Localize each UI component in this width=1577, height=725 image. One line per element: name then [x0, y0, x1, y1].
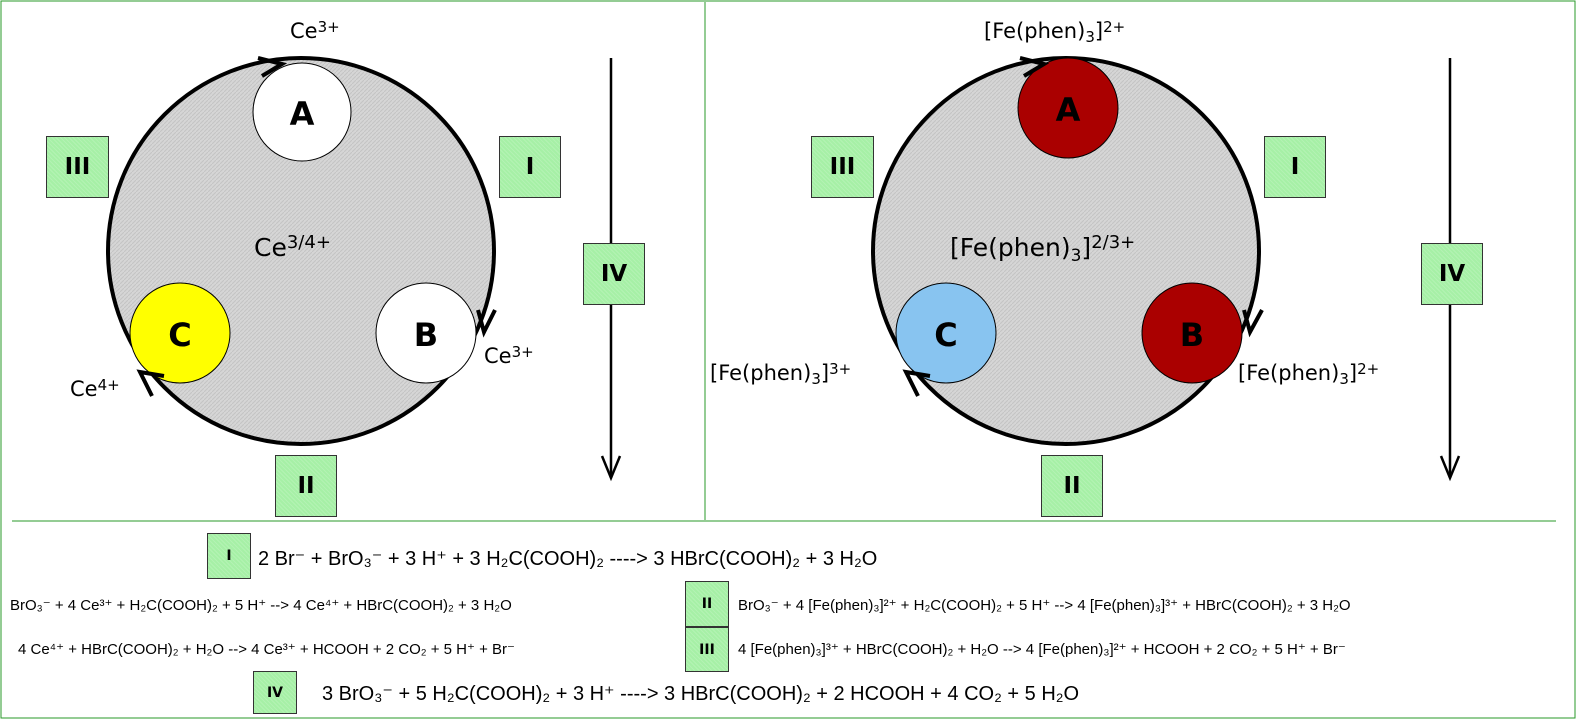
equation-iii-ferroin: 4 [Fe(phen)₃]³⁺ + HBrC(COOH)₂ + H₂O --> …	[738, 641, 1346, 658]
step-iii-box: III	[46, 136, 109, 198]
step-i-box: I	[499, 136, 561, 198]
charge: 3+	[829, 360, 852, 378]
bracket: ]	[1094, 19, 1104, 43]
point-b-fe	[1141, 282, 1243, 384]
cycle-arrow-icon	[902, 369, 931, 397]
species: Ce	[290, 19, 318, 43]
cycle-arrow-icon	[136, 369, 165, 397]
subscript: 3	[811, 370, 821, 388]
step-iv-box: IV	[1421, 243, 1483, 305]
equation-i: 2 Br⁻ + BrO₃⁻ + 3 H⁺ + 3 H₂C(COOH)₂ ----…	[258, 548, 878, 570]
point-c-ce	[129, 282, 231, 384]
charge: 2+	[1357, 360, 1380, 378]
equation-ii-cerium: BrO₃⁻ + 4 Ce³⁺ + H₂C(COOH)₂ + 5 H⁺ --> 4…	[10, 597, 512, 614]
subscript: 3	[1070, 246, 1082, 266]
step-iv-box: IV	[583, 243, 645, 305]
eq-step-iv-box: IV	[253, 671, 297, 714]
center-fe: [Fe(phen)3]2/3+	[950, 234, 1135, 265]
equation-iii-cerium: 4 Ce⁴⁺ + HBrC(COOH)₂ + H₂O --> 4 Ce³⁺ + …	[18, 641, 515, 658]
cycle-arrow-icon	[1019, 56, 1050, 78]
bracket: ]	[1348, 361, 1358, 385]
bracket: ]	[1081, 233, 1092, 262]
point-c-fe	[895, 282, 997, 384]
arrow-down-icon	[600, 455, 622, 482]
point-a-ce	[252, 62, 352, 162]
step-iii-box: III	[811, 136, 874, 198]
eq-step-ii-box: II	[685, 581, 729, 627]
label-top-ce: Ce3+	[290, 20, 340, 42]
arrow-down-icon	[1439, 455, 1461, 482]
step-i-box: I	[1264, 136, 1326, 198]
species: Ce	[484, 344, 512, 368]
step-ii-box: II	[1041, 455, 1103, 517]
label-a: A	[289, 95, 315, 133]
point-a-fe	[1017, 57, 1119, 159]
equation-iv: 3 BrO₃⁻ + 5 H₂C(COOH)₂ + 3 H⁺ ----> 3 HB…	[322, 683, 1080, 705]
equation-ii-ferroin: BrO₃⁻ + 4 [Fe(phen)₃]²⁺ + H₂C(COOH)₂ + 5…	[738, 597, 1351, 614]
eq-step-iii-box: III	[685, 627, 729, 672]
bracket: ]	[820, 361, 830, 385]
eq-step-i-box: I	[207, 533, 251, 579]
charge: 2+	[1103, 18, 1126, 36]
subscript: 3	[1339, 370, 1349, 388]
cycle-arrow-icon	[1242, 309, 1264, 338]
step-ii-box: II	[275, 455, 337, 517]
cycle-arrow-icon	[476, 309, 497, 338]
label-b: B	[1179, 316, 1205, 354]
label-c: C	[934, 316, 958, 354]
subscript: 3	[1085, 28, 1095, 46]
center-ce: Ce3/4+	[254, 232, 331, 262]
label-top-fe: [Fe(phen)3]2+	[984, 20, 1125, 45]
label-left-fe: [Fe(phen)3]3+	[710, 362, 851, 387]
charge: 3+	[511, 343, 534, 361]
charge: 4+	[97, 376, 120, 394]
label-left-ce: Ce4+	[70, 378, 120, 400]
label-a: A	[1055, 91, 1081, 129]
species: Ce	[70, 377, 98, 401]
point-b-ce	[375, 282, 477, 384]
label-c: C	[168, 316, 192, 354]
species: [Fe(phen)	[950, 233, 1071, 262]
label-right-ce: Ce3+	[484, 345, 534, 367]
species: [Fe(phen)	[710, 361, 812, 385]
species: [Fe(phen)	[984, 19, 1086, 43]
cycle-arrow-icon	[257, 56, 288, 78]
label-right-fe: [Fe(phen)3]2+	[1238, 362, 1379, 387]
charge: 2/3+	[1091, 232, 1136, 253]
charge: 3+	[317, 18, 340, 36]
species: [Fe(phen)	[1238, 361, 1340, 385]
species: Ce	[254, 233, 287, 262]
label-b: B	[413, 316, 439, 354]
charge: 3/4+	[286, 232, 331, 253]
